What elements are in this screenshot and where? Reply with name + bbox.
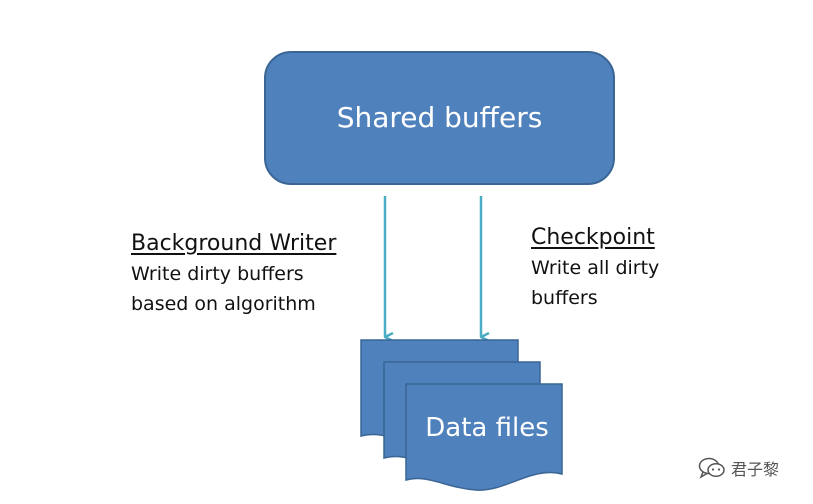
checkpoint-caption: Checkpoint Write all dirty buffers [531,223,659,313]
watermark-text: 君子黎 [731,460,780,479]
shared-buffers-label: Shared buffers [336,101,543,134]
shared-buffers-box [264,51,615,185]
background-writer-heading: Background Writer [131,231,337,256]
data-files-label: Data files [425,413,549,443]
background-writer-line-2: based on algorithm [131,293,316,315]
watermark: 君子黎 [698,454,779,482]
background-writer-caption: Background Writer Write dirty buffers ba… [131,229,336,319]
data-file-page-front [405,383,563,491]
wechat-icon [698,457,725,479]
background-writer-line-1: Write dirty buffers [131,263,304,285]
checkpoint-line-2: buffers [531,287,598,309]
checkpoint-line-1: Write all dirty [531,257,660,279]
checkpoint-heading: Checkpoint [531,225,655,250]
